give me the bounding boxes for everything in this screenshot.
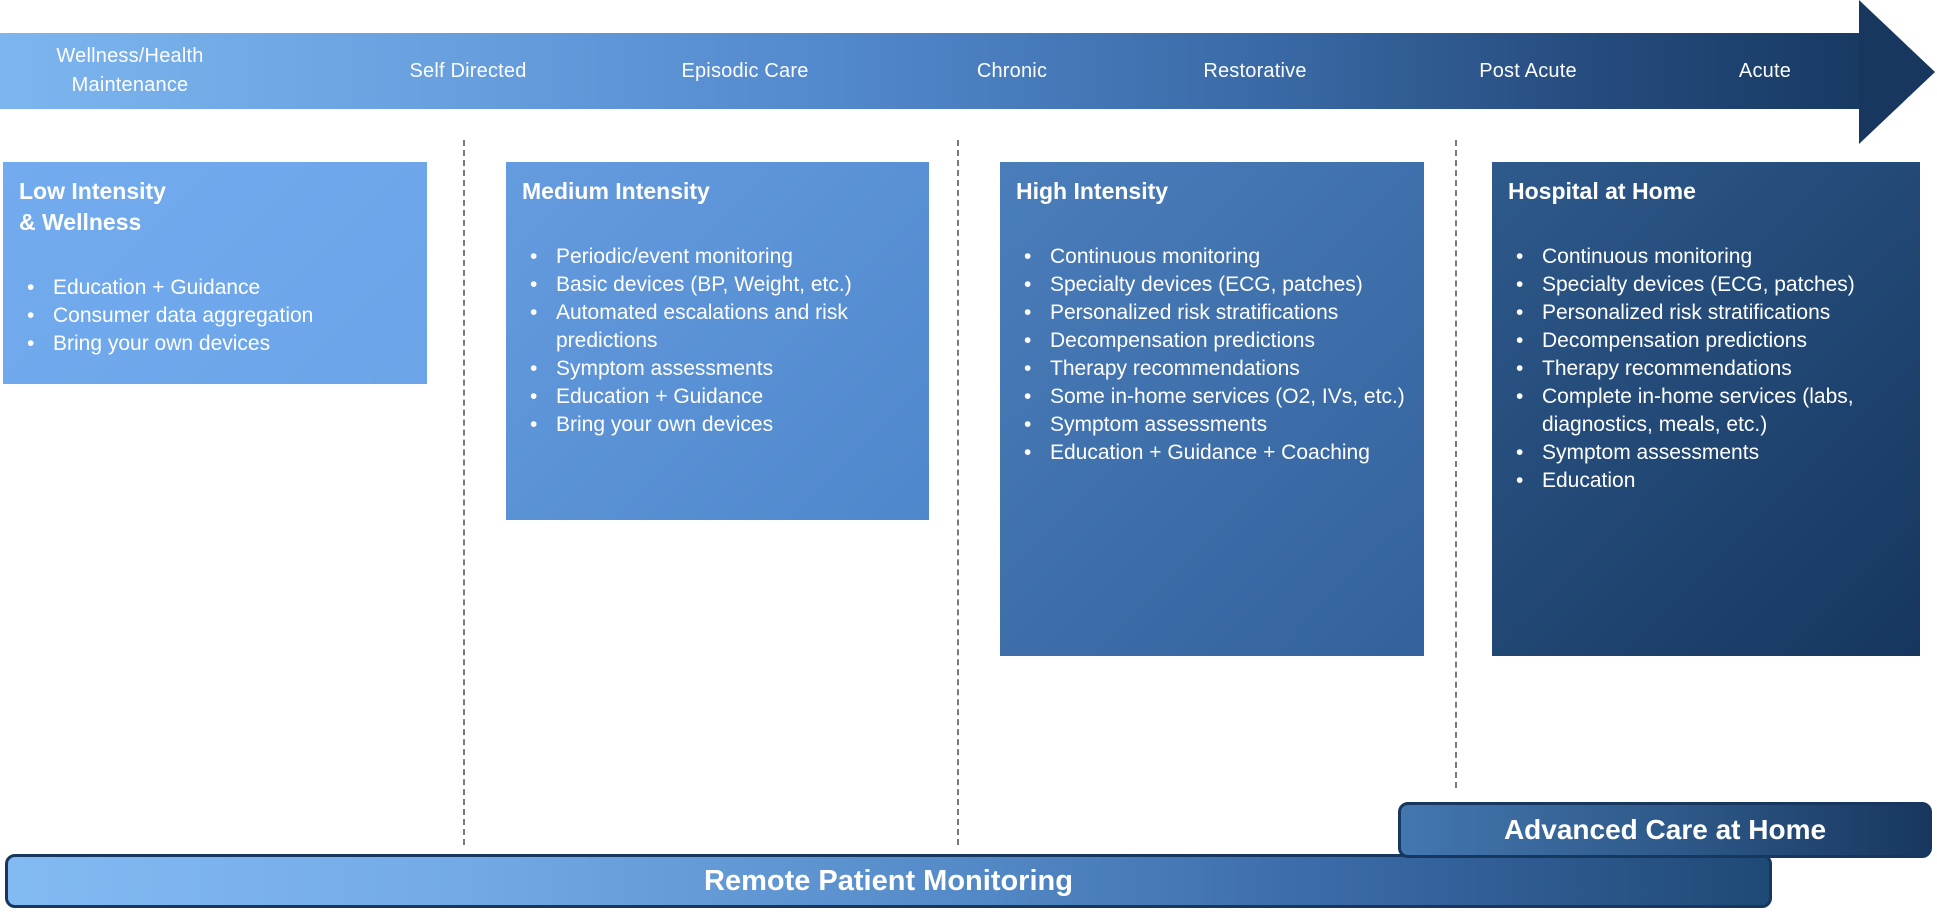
- stage-self-directed: Self Directed: [409, 59, 527, 82]
- stage-restorative: Restorative: [1203, 59, 1307, 82]
- box-medium-intensity: Medium Intensity Periodic/event monitori…: [506, 162, 929, 520]
- list-item: Specialty devices (ECG, patches): [1016, 271, 1406, 299]
- remote-patient-monitoring-bar: Remote Patient Monitoring: [5, 854, 1772, 908]
- list-item: Education + Guidance: [19, 274, 409, 302]
- box-hospital-at-home-list: Continuous monitoring Specialty devices …: [1508, 243, 1902, 495]
- list-item: Basic devices (BP, Weight, etc.): [522, 271, 911, 299]
- list-item: Specialty devices (ECG, patches): [1508, 271, 1902, 299]
- list-item: Therapy recommendations: [1016, 355, 1406, 383]
- box-hospital-at-home-title: Hospital at Home: [1508, 178, 1696, 204]
- list-item: Decompensation predictions: [1508, 327, 1902, 355]
- box-medium-intensity-list: Periodic/event monitoring Basic devices …: [522, 243, 911, 439]
- list-item: Some in-home services (O2, IVs, etc.): [1016, 383, 1406, 411]
- divider-2: [957, 140, 959, 845]
- continuum-arrow-head-icon: [1859, 0, 1935, 144]
- remote-patient-monitoring-label: Remote Patient Monitoring: [704, 864, 1073, 897]
- list-item: Continuous monitoring: [1508, 243, 1902, 271]
- list-item: Education + Guidance: [522, 383, 911, 411]
- box-high-intensity-title: High Intensity: [1016, 178, 1169, 204]
- box-high-intensity-list: Continuous monitoring Specialty devices …: [1016, 243, 1406, 467]
- box-hospital-at-home: Hospital at Home Continuous monitoring S…: [1492, 162, 1920, 656]
- box-high-intensity: High Intensity Continuous monitoring Spe…: [1000, 162, 1424, 656]
- list-item: Periodic/event monitoring: [522, 243, 911, 271]
- stage-acute: Acute: [1738, 59, 1792, 82]
- list-item: Education + Guidance + Coaching: [1016, 439, 1406, 467]
- box-medium-intensity-title: Medium Intensity: [522, 178, 710, 204]
- list-item: Symptom assessments: [1508, 439, 1902, 467]
- list-item: Complete in-home services (labs, diagnos…: [1508, 383, 1902, 439]
- stage-chronic: Chronic: [976, 59, 1048, 82]
- box-low-intensity-title: Low Intensity & Wellness: [19, 178, 166, 235]
- list-item: Therapy recommendations: [1508, 355, 1902, 383]
- list-item: Education: [1508, 467, 1902, 495]
- list-item: Bring your own devices: [522, 411, 911, 439]
- list-item: Automated escalations and risk predictio…: [522, 299, 911, 355]
- list-item: Symptom assessments: [1016, 411, 1406, 439]
- box-low-intensity: Low Intensity & Wellness Education + Gui…: [3, 162, 427, 384]
- list-item: Symptom assessments: [522, 355, 911, 383]
- stage-episodic-care: Episodic Care: [681, 59, 809, 82]
- stage-post-acute: Post Acute: [1479, 59, 1577, 82]
- divider-1: [463, 140, 465, 845]
- divider-3: [1455, 140, 1457, 788]
- list-item: Decompensation predictions: [1016, 327, 1406, 355]
- stage-wellness-health-maintenance: Wellness/Health Maintenance: [56, 45, 204, 96]
- box-low-intensity-list: Education + Guidance Consumer data aggre…: [19, 274, 409, 358]
- list-item: Personalized risk stratifications: [1016, 299, 1406, 327]
- advanced-care-at-home-label: Advanced Care at Home: [1503, 814, 1827, 845]
- list-item: Consumer data aggregation: [19, 302, 409, 330]
- advanced-care-at-home-bar: Advanced Care at Home: [1398, 802, 1932, 858]
- list-item: Continuous monitoring: [1016, 243, 1406, 271]
- list-item: Personalized risk stratifications: [1508, 299, 1902, 327]
- list-item: Bring your own devices: [19, 330, 409, 358]
- continuum-arrow-body: [0, 33, 1859, 109]
